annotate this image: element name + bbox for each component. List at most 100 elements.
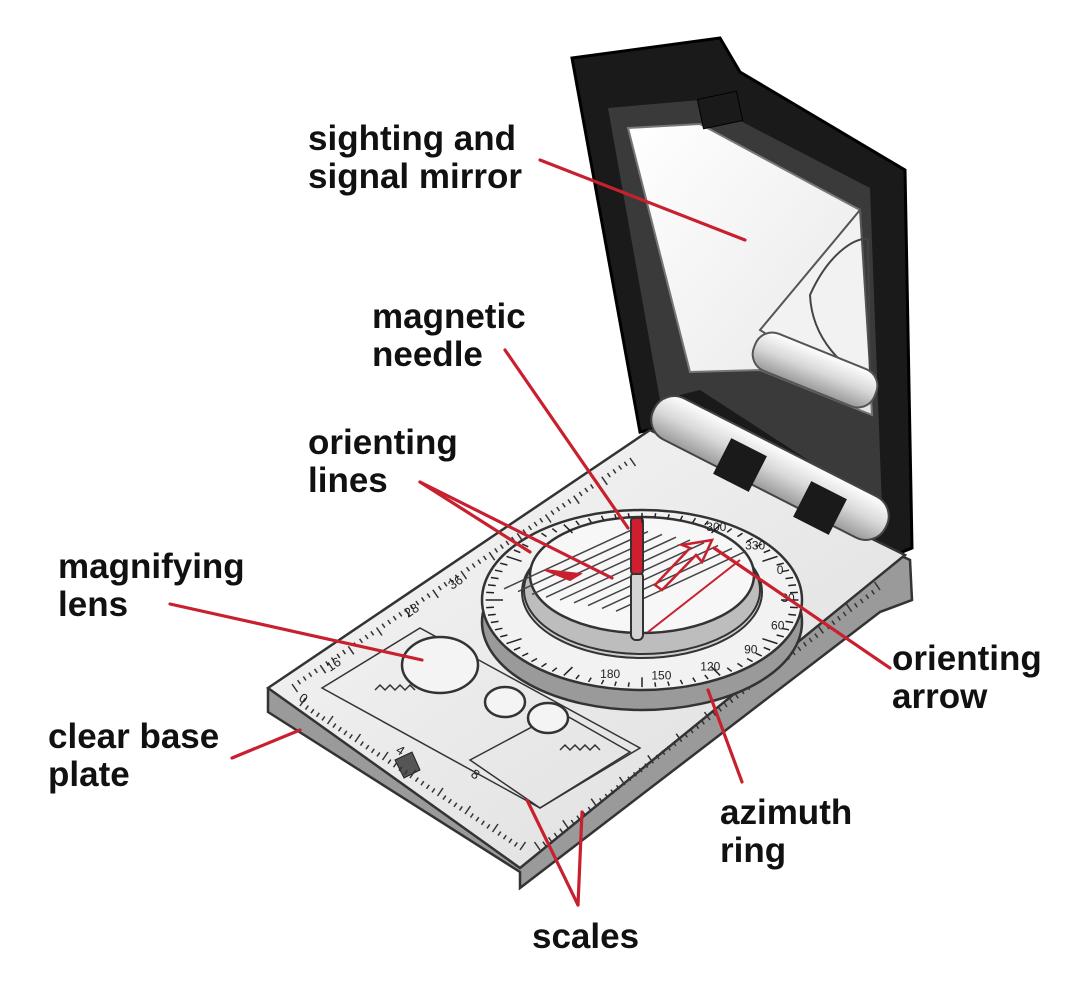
ruler-tick xyxy=(387,759,392,765)
ruler-tick xyxy=(370,748,375,754)
ruler-tick xyxy=(313,668,318,674)
ruler-tick xyxy=(426,593,431,599)
dial-tick xyxy=(513,549,521,554)
orienting-line xyxy=(517,530,649,593)
ruler-tick xyxy=(342,649,347,655)
ruler-tick xyxy=(499,544,504,550)
ruler-tick xyxy=(436,787,444,797)
ruler-tick xyxy=(348,733,353,739)
leader-mirror xyxy=(538,158,747,242)
ruler-tick xyxy=(477,559,482,565)
ruler-tick xyxy=(845,603,853,613)
dial-number: 0 xyxy=(777,563,784,577)
ruler-tick xyxy=(480,820,485,826)
dial-tick xyxy=(500,634,508,638)
ruler-tick xyxy=(561,502,566,508)
dial-tick xyxy=(710,666,721,676)
ruler-tick xyxy=(398,611,403,617)
ruler-tick xyxy=(505,540,510,546)
label-orienting-lines-line2: lines xyxy=(308,461,388,500)
dial-tick xyxy=(692,517,697,523)
ruler-tick xyxy=(703,711,711,721)
ruler-tick xyxy=(612,468,617,474)
dial-tick xyxy=(667,513,670,519)
ruler-tick xyxy=(482,555,487,561)
ruler-tick xyxy=(562,819,569,829)
ruler-tick xyxy=(387,619,392,625)
dial-tick xyxy=(654,513,657,518)
ruler-tick xyxy=(370,630,375,636)
ruler-tick xyxy=(817,624,824,634)
ruler-tick xyxy=(291,683,299,693)
ruler-tick xyxy=(336,653,341,659)
orienting-line xyxy=(503,528,635,590)
dial-tick xyxy=(563,524,574,534)
leader-lines xyxy=(168,158,892,907)
ruler-tick xyxy=(539,517,544,523)
needle-north xyxy=(630,517,644,575)
scale-box-upper xyxy=(320,627,642,809)
dial-number: 90 xyxy=(744,642,758,656)
ruler-tick xyxy=(432,589,439,599)
ruler-tick xyxy=(527,525,533,531)
ruler-tick xyxy=(488,551,496,561)
ruler-tick xyxy=(559,828,564,834)
ruler-tick xyxy=(308,672,313,678)
dial-tick xyxy=(737,532,743,538)
dial-ticks xyxy=(485,512,799,688)
ruler-tick xyxy=(590,798,598,808)
label-orienting-arrow-line1: orienting xyxy=(892,639,1042,678)
ruler-tick xyxy=(354,733,362,743)
ruler-tick xyxy=(486,823,491,829)
ruler-tick xyxy=(296,679,302,685)
scale-number: 16 xyxy=(323,654,343,675)
dial-tick xyxy=(762,555,778,563)
leader-scales-1 xyxy=(525,798,580,907)
dial-tick xyxy=(763,646,771,651)
label-needle: magnetic needle xyxy=(372,298,526,374)
label-orienting-arrow: orienting arrow xyxy=(892,640,1042,716)
ruler-tick xyxy=(392,762,397,768)
dial-tick xyxy=(737,662,743,668)
ruler-tick xyxy=(836,615,841,621)
label-base-plate: clear base plate xyxy=(48,718,219,794)
ruler-tick xyxy=(623,461,628,467)
dial-tick xyxy=(726,667,733,672)
ruler-tick xyxy=(567,498,572,504)
ruler-tick xyxy=(556,506,561,512)
label-orienting-lines-line1: orienting xyxy=(308,423,458,462)
ruler-tick xyxy=(647,754,654,764)
dial-tick xyxy=(521,543,529,548)
dial-number: 150 xyxy=(651,668,671,682)
label-mirror: sighting and signal mirror xyxy=(308,120,522,196)
ruler-tick xyxy=(717,706,722,712)
ruler-tick xyxy=(573,495,580,505)
dial-tick xyxy=(506,637,522,645)
lens-small-2 xyxy=(526,701,570,735)
ruler-tick xyxy=(729,698,734,704)
ruler-tick xyxy=(442,795,447,801)
ruler-tick xyxy=(475,816,480,822)
dial-tick xyxy=(726,528,733,533)
ruler-tick xyxy=(508,838,513,844)
dial-tick xyxy=(679,515,684,521)
ruler-tick xyxy=(831,620,836,626)
ruler-tick xyxy=(502,834,507,840)
ruler-tick xyxy=(453,802,458,808)
ruler-tick xyxy=(584,487,589,493)
ruler-tick xyxy=(347,645,355,655)
dial-tick xyxy=(600,515,605,521)
label-needle-line2: needle xyxy=(372,335,483,374)
ruler-tick xyxy=(310,708,315,714)
ruler-tick xyxy=(615,784,620,790)
label-orienting-lines: orienting lines xyxy=(308,424,458,500)
ruler-tick xyxy=(304,705,309,711)
orienting-line xyxy=(601,547,733,610)
ruler-tick xyxy=(618,776,626,786)
ruler-tick xyxy=(330,657,335,663)
ruler-tick xyxy=(553,832,558,838)
ruler-tick xyxy=(404,608,411,618)
ruler-tick xyxy=(802,641,807,647)
dial-tick xyxy=(575,520,580,526)
